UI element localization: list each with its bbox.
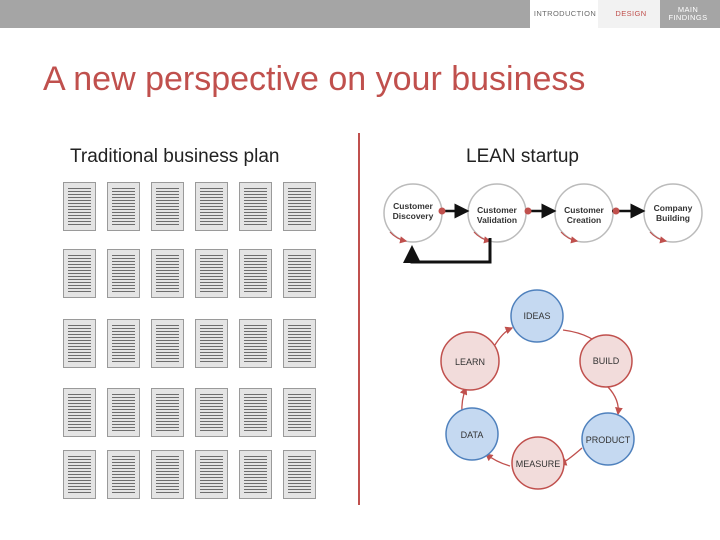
- document-page-icon: [195, 388, 228, 437]
- document-page-icon: [239, 450, 272, 499]
- cycle-label-data: DATA: [461, 430, 484, 440]
- document-page-icon: [195, 182, 228, 231]
- stage-label-discovery-line1: Customer: [393, 201, 433, 211]
- document-page-icon: [239, 319, 272, 368]
- document-page-icon: [151, 388, 184, 437]
- business-plan-pages: [63, 182, 323, 502]
- nav-main-line1: MAIN: [677, 5, 699, 14]
- document-page-icon: [63, 319, 96, 368]
- document-page-icon: [107, 182, 140, 231]
- document-page-icon: [107, 319, 140, 368]
- document-page-icon: [151, 182, 184, 231]
- document-page-icon: [195, 450, 228, 499]
- document-page-icon: [63, 182, 96, 231]
- document-page-icon: [107, 388, 140, 437]
- document-page-icon: [151, 450, 184, 499]
- stop-badge-icon: [524, 207, 532, 215]
- document-page-icon: [283, 319, 316, 368]
- cycle-label-build: BUILD: [593, 356, 620, 366]
- nav-main-findings-label: MAIN FINDINGS: [668, 6, 707, 22]
- stage-label-building-line2: Building: [656, 213, 690, 223]
- document-page-icon: [283, 249, 316, 298]
- document-page-icon: [239, 388, 272, 437]
- stage-label-discovery-line2: Discovery: [393, 211, 434, 221]
- cycle-node-learn: [440, 331, 500, 391]
- cycle-node-measure: [511, 436, 565, 490]
- customer-development-process: Customer Discovery Customer Validation C…: [383, 183, 703, 264]
- cycle-label-product: PRODUCT: [586, 435, 631, 445]
- document-page-icon: [195, 249, 228, 298]
- stage-label-validation-line1: Customer: [477, 205, 517, 215]
- cycle-node-build: [579, 334, 633, 388]
- stage-label-creation-line1: Customer: [564, 205, 604, 215]
- cycle-node-ideas: [510, 289, 564, 343]
- cycle-node-product: [581, 412, 635, 466]
- column-divider: [358, 133, 360, 505]
- nav-design[interactable]: DESIGN: [598, 0, 664, 28]
- document-page-icon: [151, 249, 184, 298]
- nav-main-findings[interactable]: MAIN FINDINGS: [660, 0, 716, 28]
- nav-introduction[interactable]: INTRODUCTION: [530, 0, 600, 28]
- document-page-icon: [63, 249, 96, 298]
- stop-badge-icon: [612, 207, 620, 215]
- stage-label-creation-line2: Creation: [567, 215, 601, 225]
- traditional-heading: Traditional business plan: [70, 146, 280, 167]
- document-page-icon: [239, 182, 272, 231]
- cycle-label-learn: LEARN: [455, 357, 485, 367]
- nav-design-label: DESIGN: [615, 9, 647, 18]
- lean-heading: LEAN startup: [466, 146, 579, 167]
- cycle-label-measure: MEASURE: [516, 459, 561, 469]
- document-page-icon: [283, 388, 316, 437]
- nav-introduction-label: INTRODUCTION: [533, 9, 597, 18]
- build-measure-learn-cycle: IDEAS BUILD PRODUCT MEASURE DATA LEARN: [440, 289, 635, 490]
- pivot-loop-arrow-icon: [403, 238, 492, 264]
- document-page-icon: [107, 450, 140, 499]
- cycle-node-data: [445, 407, 499, 461]
- slide-title: A new perspective on your business: [43, 60, 586, 98]
- stop-badge-icon: [438, 207, 446, 215]
- cycle-label-ideas: IDEAS: [523, 311, 550, 321]
- document-page-icon: [107, 249, 140, 298]
- stage-label-validation-line2: Validation: [477, 215, 517, 225]
- document-page-icon: [151, 319, 184, 368]
- stage-label-building-line1: Company: [654, 203, 693, 213]
- document-page-icon: [283, 182, 316, 231]
- document-page-icon: [239, 249, 272, 298]
- document-page-icon: [63, 450, 96, 499]
- nav-main-line2: FINDINGS: [668, 13, 708, 22]
- document-page-icon: [283, 450, 316, 499]
- document-page-icon: [63, 388, 96, 437]
- lean-diagram: Customer Discovery Customer Validation C…: [383, 183, 703, 490]
- document-page-icon: [195, 319, 228, 368]
